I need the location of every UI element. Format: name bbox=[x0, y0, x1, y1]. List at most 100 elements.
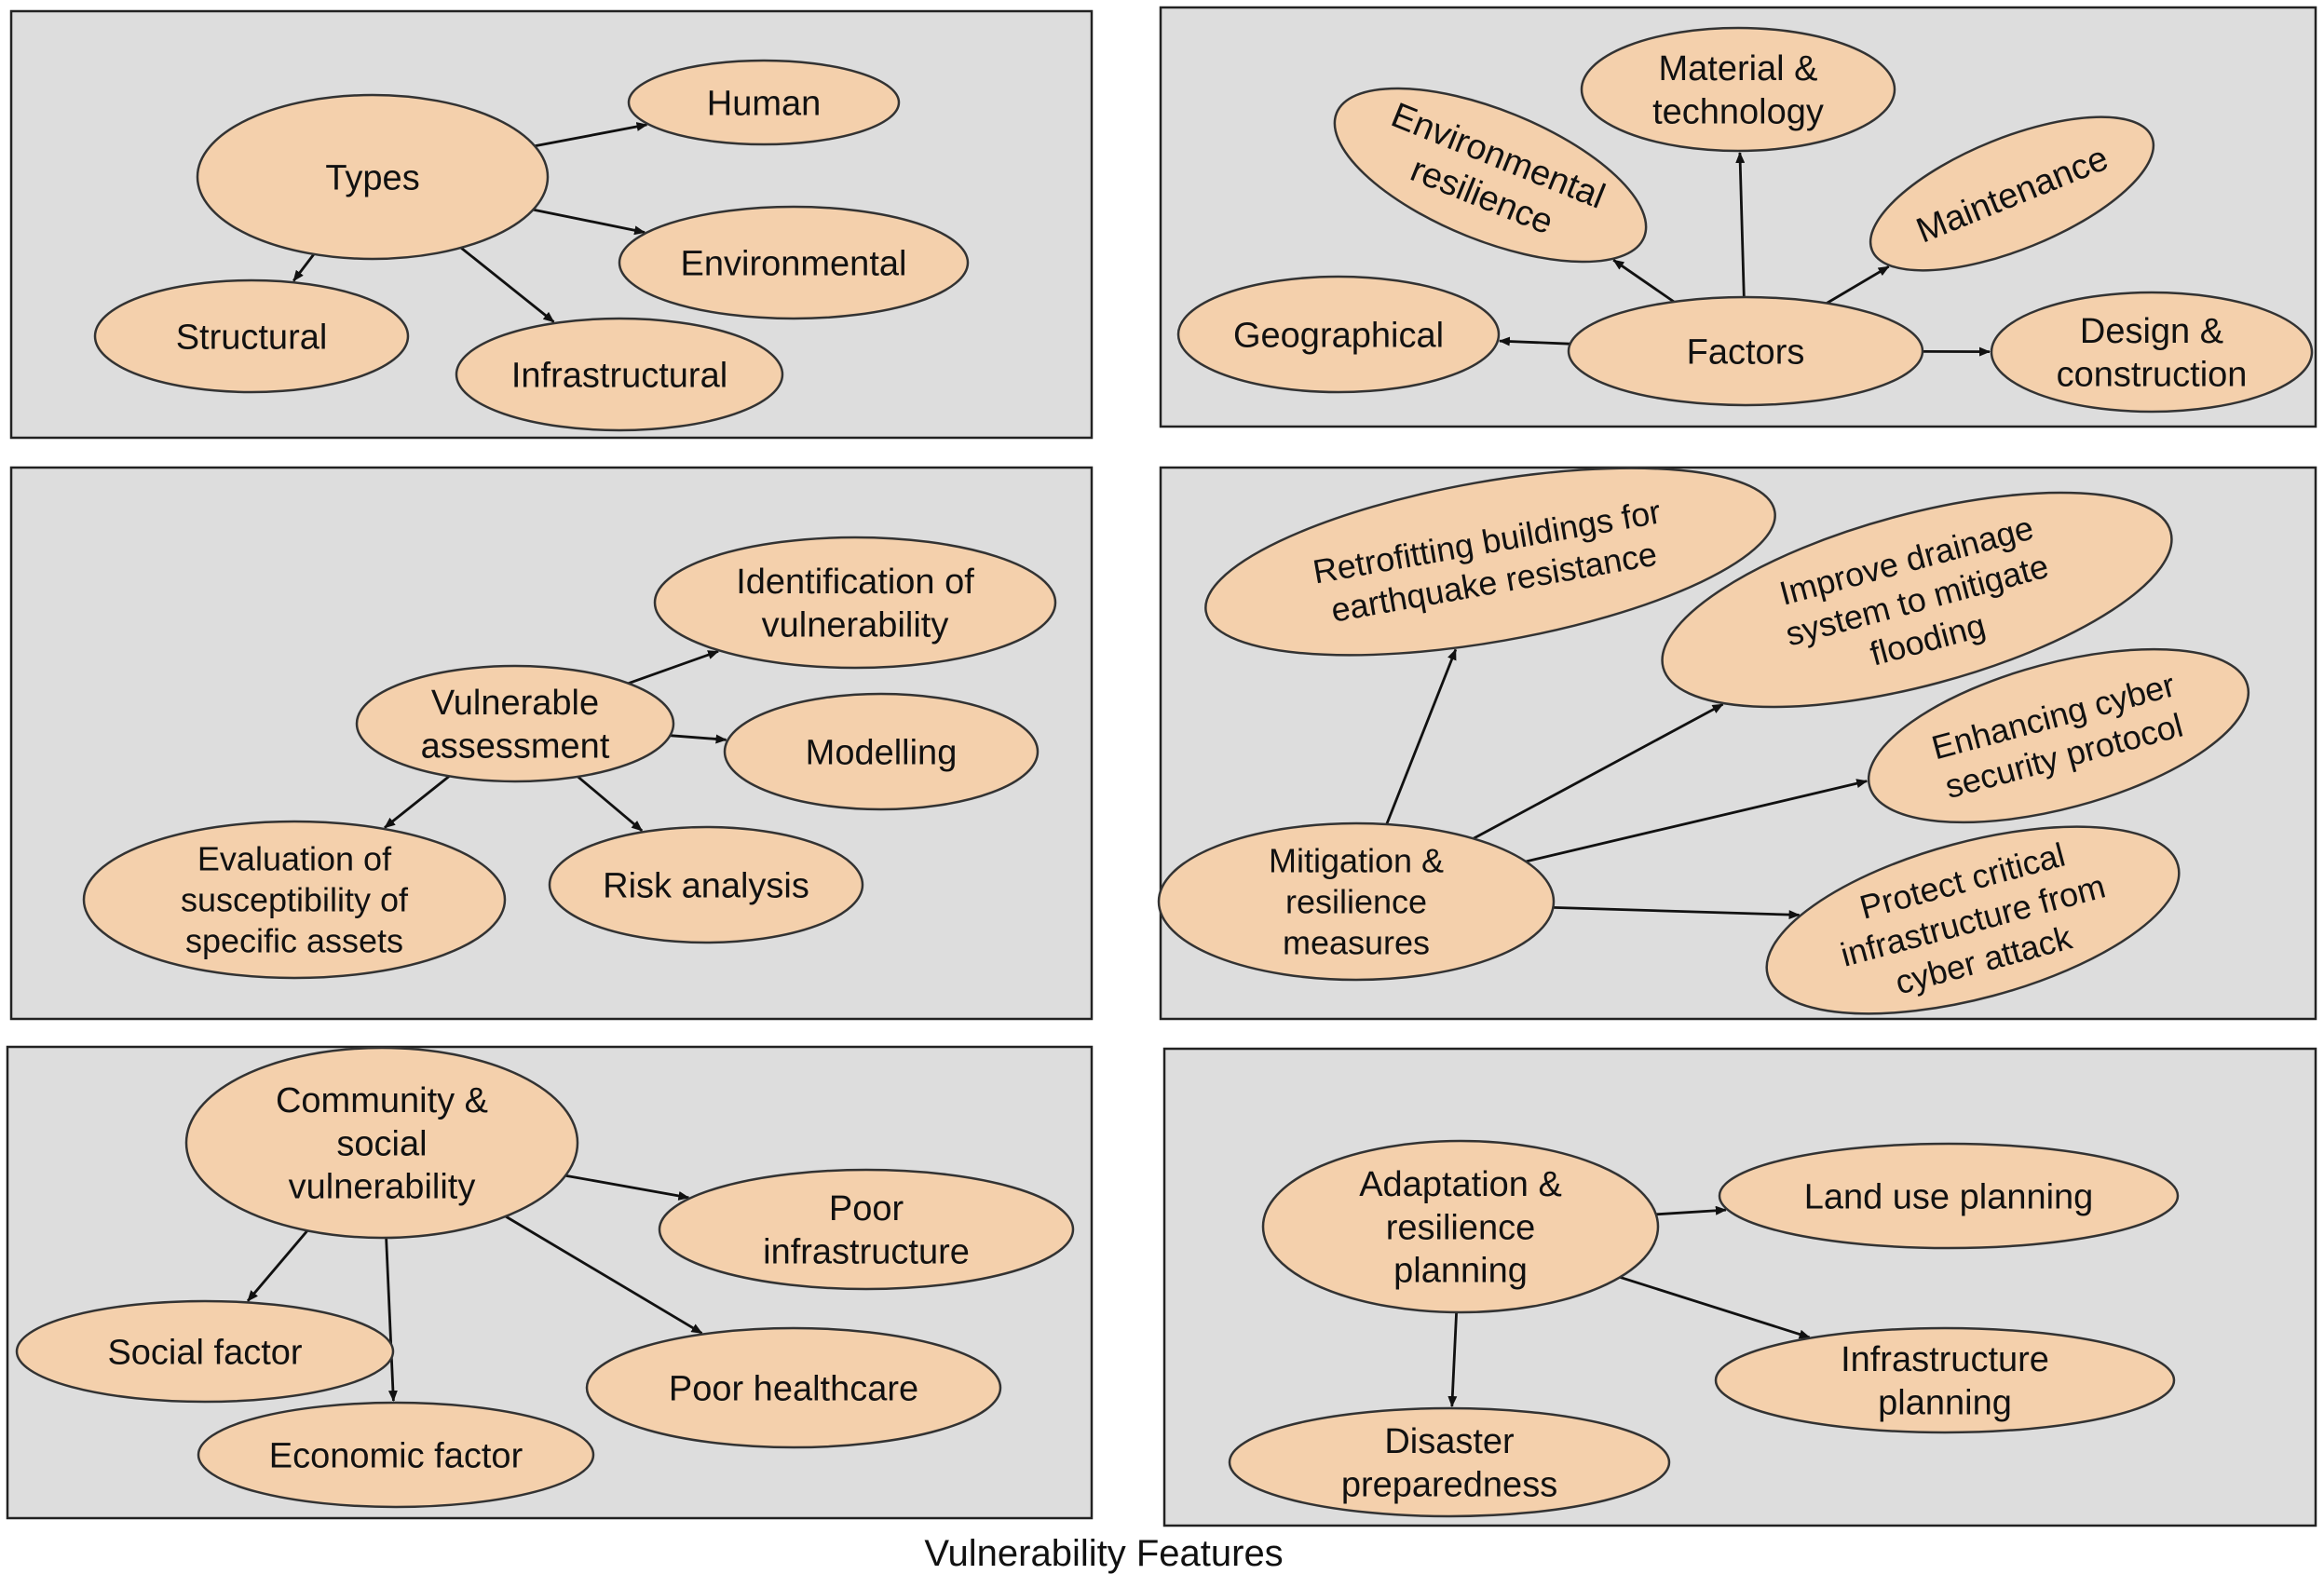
node-design: Design & construction bbox=[1990, 291, 2314, 414]
edge-factors-to-env-resilience bbox=[1612, 259, 1675, 304]
node-label-line: Vulnerable bbox=[431, 684, 599, 723]
node-modelling: Modelling bbox=[723, 692, 1040, 811]
node-label-line: planning bbox=[1878, 1384, 2012, 1423]
edge-factors-to-maintenance bbox=[1826, 265, 1890, 305]
node-label: Land use planning bbox=[1804, 1177, 2094, 1216]
node-ellipse bbox=[1718, 1142, 2180, 1250]
node-label-line: measures bbox=[1283, 924, 1430, 962]
node-label-line: infrastructure bbox=[763, 1233, 970, 1272]
node-label-line: technology bbox=[1652, 93, 1824, 132]
node-land-use: Land use planning bbox=[1718, 1142, 2180, 1250]
node-label-line: Identification of bbox=[736, 563, 974, 602]
node-risk-analysis: Risk analysis bbox=[548, 825, 864, 944]
node-poor-infrastructure: Poor infrastructure bbox=[658, 1168, 1075, 1291]
edges-factors bbox=[1498, 152, 1991, 357]
edge-community-to-poor-healthcare bbox=[505, 1215, 703, 1335]
figure-caption: Vulnerability Features bbox=[924, 1533, 1284, 1574]
edges-mitigation bbox=[1385, 648, 1869, 920]
edge-vulnerable-assessment-to-evaluation bbox=[384, 775, 451, 829]
node-vulnerable-assessment: Vulnerable assessment bbox=[355, 664, 675, 783]
node-label-line: Infrastructural bbox=[511, 356, 727, 395]
edge-vulnerable-assessment-to-risk-analysis bbox=[577, 775, 644, 832]
node-ellipse bbox=[1765, 825, 2181, 1015]
edge-community-to-economic-factor bbox=[385, 1237, 398, 1402]
node-ellipse bbox=[355, 664, 675, 783]
node-environmental: Environmental bbox=[618, 205, 970, 320]
node-label-line: construction bbox=[2057, 356, 2248, 395]
node-ellipse bbox=[15, 1299, 395, 1404]
node-label-line: Community & bbox=[276, 1081, 488, 1120]
node-label-line: specific assets bbox=[185, 922, 403, 960]
node-ellipse bbox=[1869, 115, 2155, 272]
node-label-line: resilience bbox=[1285, 883, 1427, 921]
node-label-line: Human bbox=[707, 84, 822, 123]
node-label: Modelling bbox=[806, 733, 958, 772]
node-disaster: Disaster preparedness bbox=[1228, 1406, 1671, 1518]
node-label-line: preparedness bbox=[1341, 1466, 1557, 1505]
node-label-line: Infrastructure bbox=[1841, 1340, 2049, 1379]
node-ellipse bbox=[93, 278, 410, 394]
node-human: Human bbox=[627, 59, 901, 146]
node-ellipse bbox=[1333, 87, 1648, 264]
node-label: Factors bbox=[1687, 333, 1805, 372]
node-ellipse bbox=[1990, 291, 2314, 414]
node-label: Infrastructure planning bbox=[1841, 1340, 2049, 1422]
node-ellipse bbox=[627, 59, 901, 146]
edge-mitigation-to-retrofitting bbox=[1385, 648, 1458, 825]
edge-factors-to-material bbox=[1735, 152, 1746, 298]
node-label: Types bbox=[325, 158, 419, 197]
node-label: Vulnerable assessment bbox=[421, 684, 610, 766]
node-label-line: resilience bbox=[1386, 1208, 1536, 1247]
node-ellipse bbox=[723, 692, 1040, 811]
node-label: Risk analysis bbox=[603, 866, 809, 905]
node-ellipse bbox=[1580, 26, 1896, 153]
node-ellipse bbox=[1867, 647, 2250, 824]
edge-types-to-human bbox=[534, 122, 648, 148]
node-structural: Structural bbox=[93, 278, 410, 394]
node-label: Environmental bbox=[681, 244, 907, 283]
node-label-line: Disaster bbox=[1384, 1422, 1515, 1461]
node-label: Economic factor bbox=[269, 1436, 523, 1475]
node-label-line: Poor bbox=[829, 1189, 904, 1228]
edge-community-to-social-factor bbox=[246, 1229, 309, 1302]
node-label: Structural bbox=[176, 318, 328, 357]
edge-vulnerable-assessment-to-identification bbox=[628, 649, 720, 685]
node-label: Poor infrastructure bbox=[763, 1189, 970, 1271]
node-label-line: susceptibility of bbox=[181, 881, 409, 919]
node-label-line: Design & bbox=[2080, 312, 2223, 351]
node-label: Material &technology bbox=[1652, 49, 1824, 131]
node-label-line: Adaptation & bbox=[1359, 1165, 1562, 1204]
node-label: Poor healthcare bbox=[669, 1369, 918, 1408]
node-label-line: Risk analysis bbox=[603, 866, 809, 905]
node-label: Infrastructural bbox=[511, 356, 727, 395]
edge-adaptation-to-land-use bbox=[1655, 1205, 1727, 1216]
node-label-line: assessment bbox=[421, 727, 610, 767]
edge-mitigation-to-protect bbox=[1553, 906, 1801, 920]
edge-types-to-environmental bbox=[533, 208, 646, 236]
edge-adaptation-to-infrastructure-planning bbox=[1619, 1275, 1811, 1339]
node-label-line: Environmental bbox=[681, 244, 907, 283]
node-ellipse bbox=[548, 825, 864, 944]
panel-types: Types HumanEnvironmentalStructuralInfrast… bbox=[9, 9, 1094, 440]
node-ellipse bbox=[1204, 467, 1776, 657]
node-ellipse bbox=[455, 317, 784, 432]
node-ellipse bbox=[585, 1326, 1002, 1449]
node-label-line: Types bbox=[325, 158, 419, 197]
edges-types bbox=[292, 122, 648, 323]
node-label-line: Social factor bbox=[107, 1333, 302, 1372]
panel-adaptation: Adaptation & resilience planning Land use p… bbox=[1162, 1047, 2317, 1527]
edge-factors-to-geographical bbox=[1498, 336, 1570, 346]
edge-mitigation-to-cyber bbox=[1525, 779, 1869, 863]
edge-types-to-infrastructural bbox=[460, 246, 555, 323]
node-social-factor: Social factor bbox=[15, 1299, 395, 1404]
